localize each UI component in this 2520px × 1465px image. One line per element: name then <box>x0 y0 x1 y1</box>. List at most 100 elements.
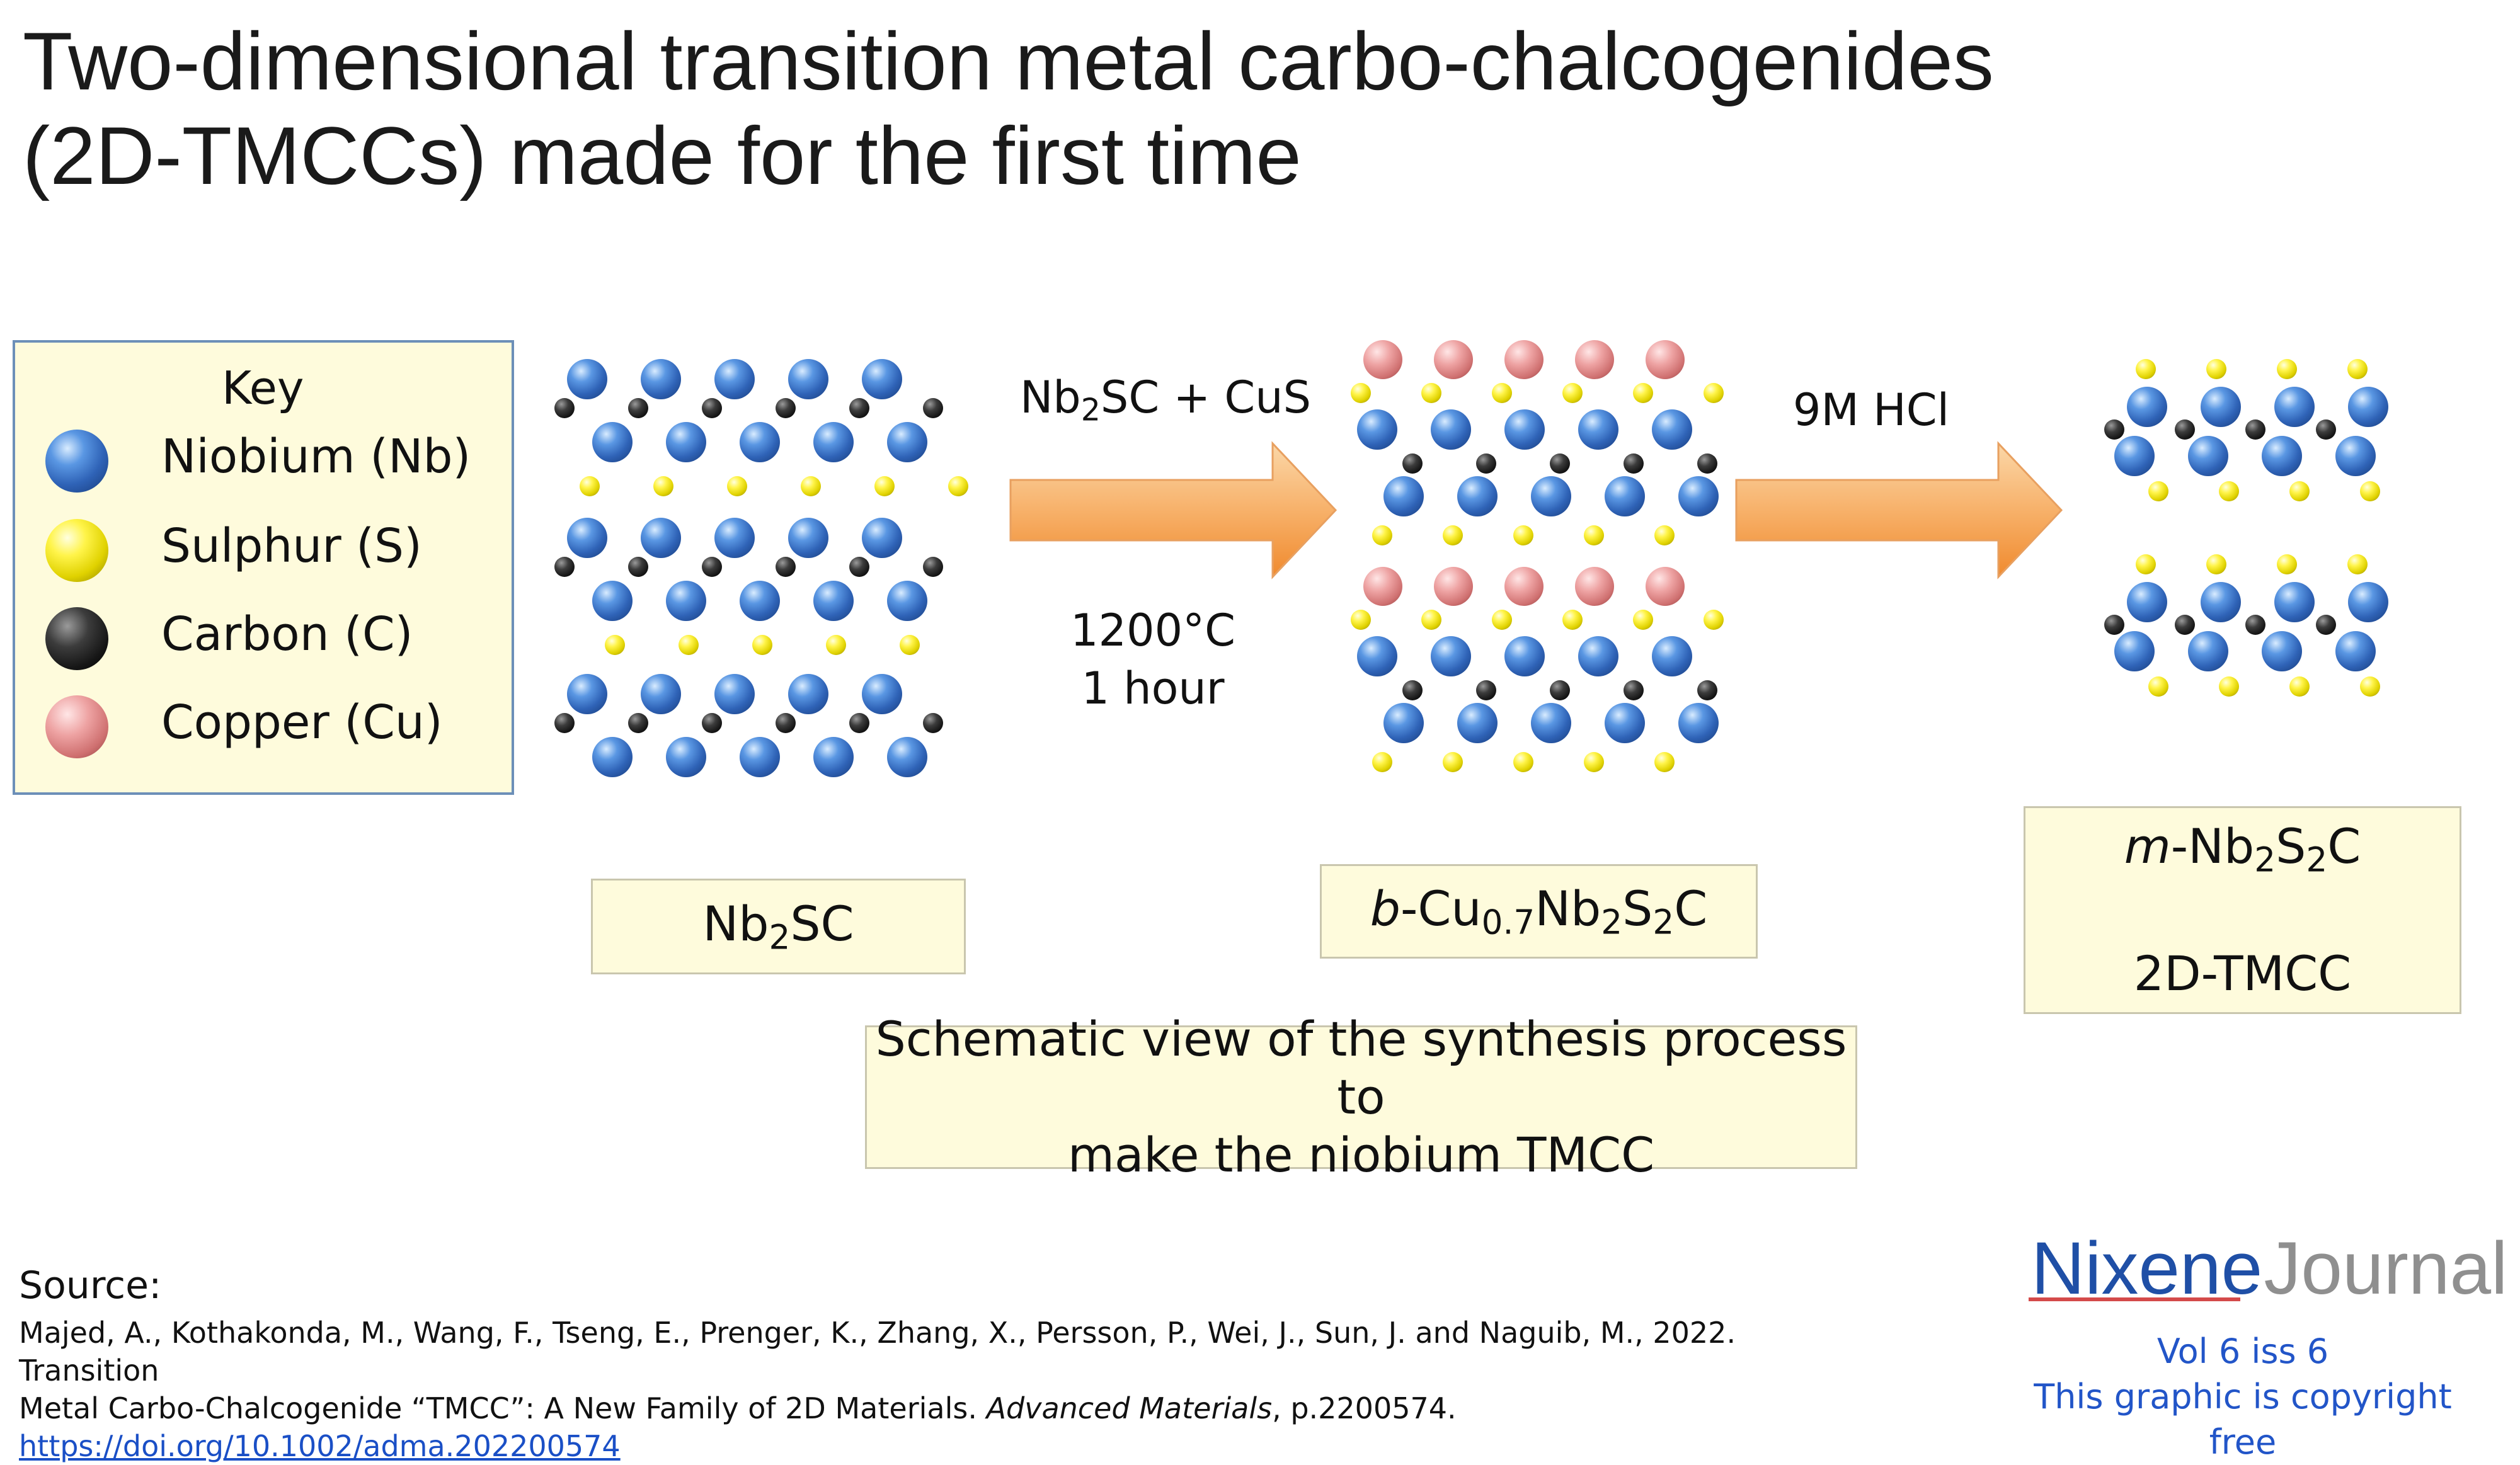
niobium-atom <box>740 422 780 462</box>
doi-link[interactable]: https://doi.org/10.1002/adma.202200574 <box>19 1429 621 1463</box>
carbon-atom <box>849 713 869 733</box>
sulphur-atom <box>1351 610 1371 630</box>
f1-a-sub: 2 <box>769 918 791 957</box>
key-row-sulphur: Sulphur (S) <box>15 508 513 590</box>
label-box-cu-nb2s2c: b-Cu0.7Nb2S2C <box>1320 864 1758 959</box>
key-row-carbon: Carbon (C) <box>15 596 513 678</box>
label-box-nb2sc: Nb2SC <box>591 879 966 974</box>
carbon-atom <box>1697 453 1717 474</box>
niobium-atom <box>1383 703 1424 743</box>
niobium-atom <box>1504 409 1545 450</box>
lattice-cu-nb2s2c <box>1342 334 1745 775</box>
sulphur-atom <box>2136 359 2156 379</box>
niobium-atom <box>1678 476 1719 516</box>
reagent-sub: 2 <box>1080 392 1101 428</box>
sulphur-atom <box>826 635 846 655</box>
formula-m-nb2s2c: m-Nb2S2C <box>2124 790 2361 916</box>
sulphur-atom <box>2289 481 2310 501</box>
niobium-atom <box>1678 703 1719 743</box>
page-title: Two-dimensional transition metal carbo-c… <box>23 14 2102 203</box>
sulphur-atom <box>2360 481 2380 501</box>
copper-atom <box>1363 340 1402 379</box>
niobium-atom <box>2201 387 2241 427</box>
f3-a-sub: 2 <box>2254 840 2276 880</box>
niobium-atom <box>788 359 828 399</box>
sulphur-atom <box>2277 359 2297 379</box>
niobium-atom <box>887 422 927 462</box>
niobium-atom <box>1357 636 1397 676</box>
niobium-atom <box>1531 703 1571 743</box>
niobium-atom <box>740 581 780 621</box>
sulphur-atom <box>2148 676 2168 697</box>
carbon-atom <box>1476 453 1496 474</box>
name-2d-tmcc: 2D-TMCC <box>2133 945 2352 1001</box>
sulphur-atom-icon <box>45 519 108 582</box>
title-line-2: (2D-TMCCs) made for the first time <box>23 110 1302 202</box>
sulphur-atom <box>1372 525 1392 545</box>
f2-c-sub: 2 <box>1652 903 1675 942</box>
citation-journal: Advanced Materials <box>986 1391 1273 1425</box>
niobium-atom <box>2335 436 2376 476</box>
f2-b: Nb <box>1535 881 1601 937</box>
niobium-atom <box>2335 631 2376 671</box>
sulphur-atom <box>2206 359 2226 379</box>
sulphur-atom <box>1633 383 1653 403</box>
carbon-atom <box>2316 419 2336 440</box>
carbon-atom <box>1550 453 1570 474</box>
f3-b-sub: 2 <box>2306 840 2328 880</box>
f3-prefix: m <box>2124 818 2171 875</box>
niobium-atom <box>887 581 927 621</box>
carbon-atom <box>2104 615 2124 635</box>
caption-line-2: make the niobium TMCC <box>1067 1127 1655 1183</box>
sulphur-atom <box>1584 525 1604 545</box>
carbon-atom <box>1550 680 1570 700</box>
copper-atom <box>1363 567 1402 606</box>
sulphur-atom <box>2289 676 2310 697</box>
carbon-atom <box>2316 615 2336 635</box>
citation-text: Metal Carbo-Chalcogenide “TMCC”: A New F… <box>19 1391 987 1425</box>
niobium-atom <box>2348 387 2388 427</box>
niobium-atom <box>1578 636 1618 676</box>
carbon-atom <box>1402 680 1423 700</box>
logo-underline <box>2029 1297 2240 1301</box>
nixene-journal-logo: NixeneJournal <box>2031 1226 2507 1311</box>
carbon-atom <box>554 713 575 733</box>
logo-nixene: Nixene <box>2031 1227 2263 1310</box>
sulphur-atom <box>874 476 895 496</box>
niobium-atom <box>862 674 902 714</box>
step2-reagent: 9M HCl <box>1792 384 1950 436</box>
sulphur-atom <box>580 476 600 496</box>
carbon-atom <box>628 398 648 418</box>
f2-a: -Cu <box>1400 881 1482 937</box>
niobium-atom <box>1383 476 1424 516</box>
niobium-atom <box>1431 636 1471 676</box>
lattice-nb2sc <box>554 353 983 794</box>
copyright-note: This graphic is copyright free <box>2034 1377 2452 1462</box>
niobium-atom <box>2188 436 2228 476</box>
carbon-atom <box>2175 419 2195 440</box>
sulphur-atom <box>900 635 920 655</box>
key-row-niobium: Niobium (Nb) <box>15 418 513 500</box>
sulphur-atom <box>1513 525 1533 545</box>
carbon-atom <box>923 713 943 733</box>
niobium-atom <box>740 737 780 777</box>
f2-d: C <box>1674 881 1708 937</box>
copper-atom <box>1575 340 1614 379</box>
key-label-sulphur: Sulphur (S) <box>161 519 422 573</box>
sulphur-atom <box>2347 359 2368 379</box>
sulphur-atom <box>727 476 747 496</box>
volume-info: Vol 6 iss 6 This graphic is copyright fr… <box>2003 1329 2482 1465</box>
key-label-copper: Copper (Cu) <box>161 695 443 750</box>
f3-a: -Nb <box>2170 818 2255 875</box>
niobium-atom <box>714 359 755 399</box>
niobium-atom <box>714 674 755 714</box>
niobium-atom <box>2348 582 2388 622</box>
niobium-atom <box>592 737 633 777</box>
f2-b-sub: 2 <box>1601 903 1623 942</box>
sulphur-atom <box>752 635 772 655</box>
copper-atom <box>1646 340 1685 379</box>
niobium-atom <box>592 422 633 462</box>
niobium-atom <box>2262 631 2302 671</box>
sulphur-atom <box>1562 383 1583 403</box>
niobium-atom <box>1578 409 1618 450</box>
